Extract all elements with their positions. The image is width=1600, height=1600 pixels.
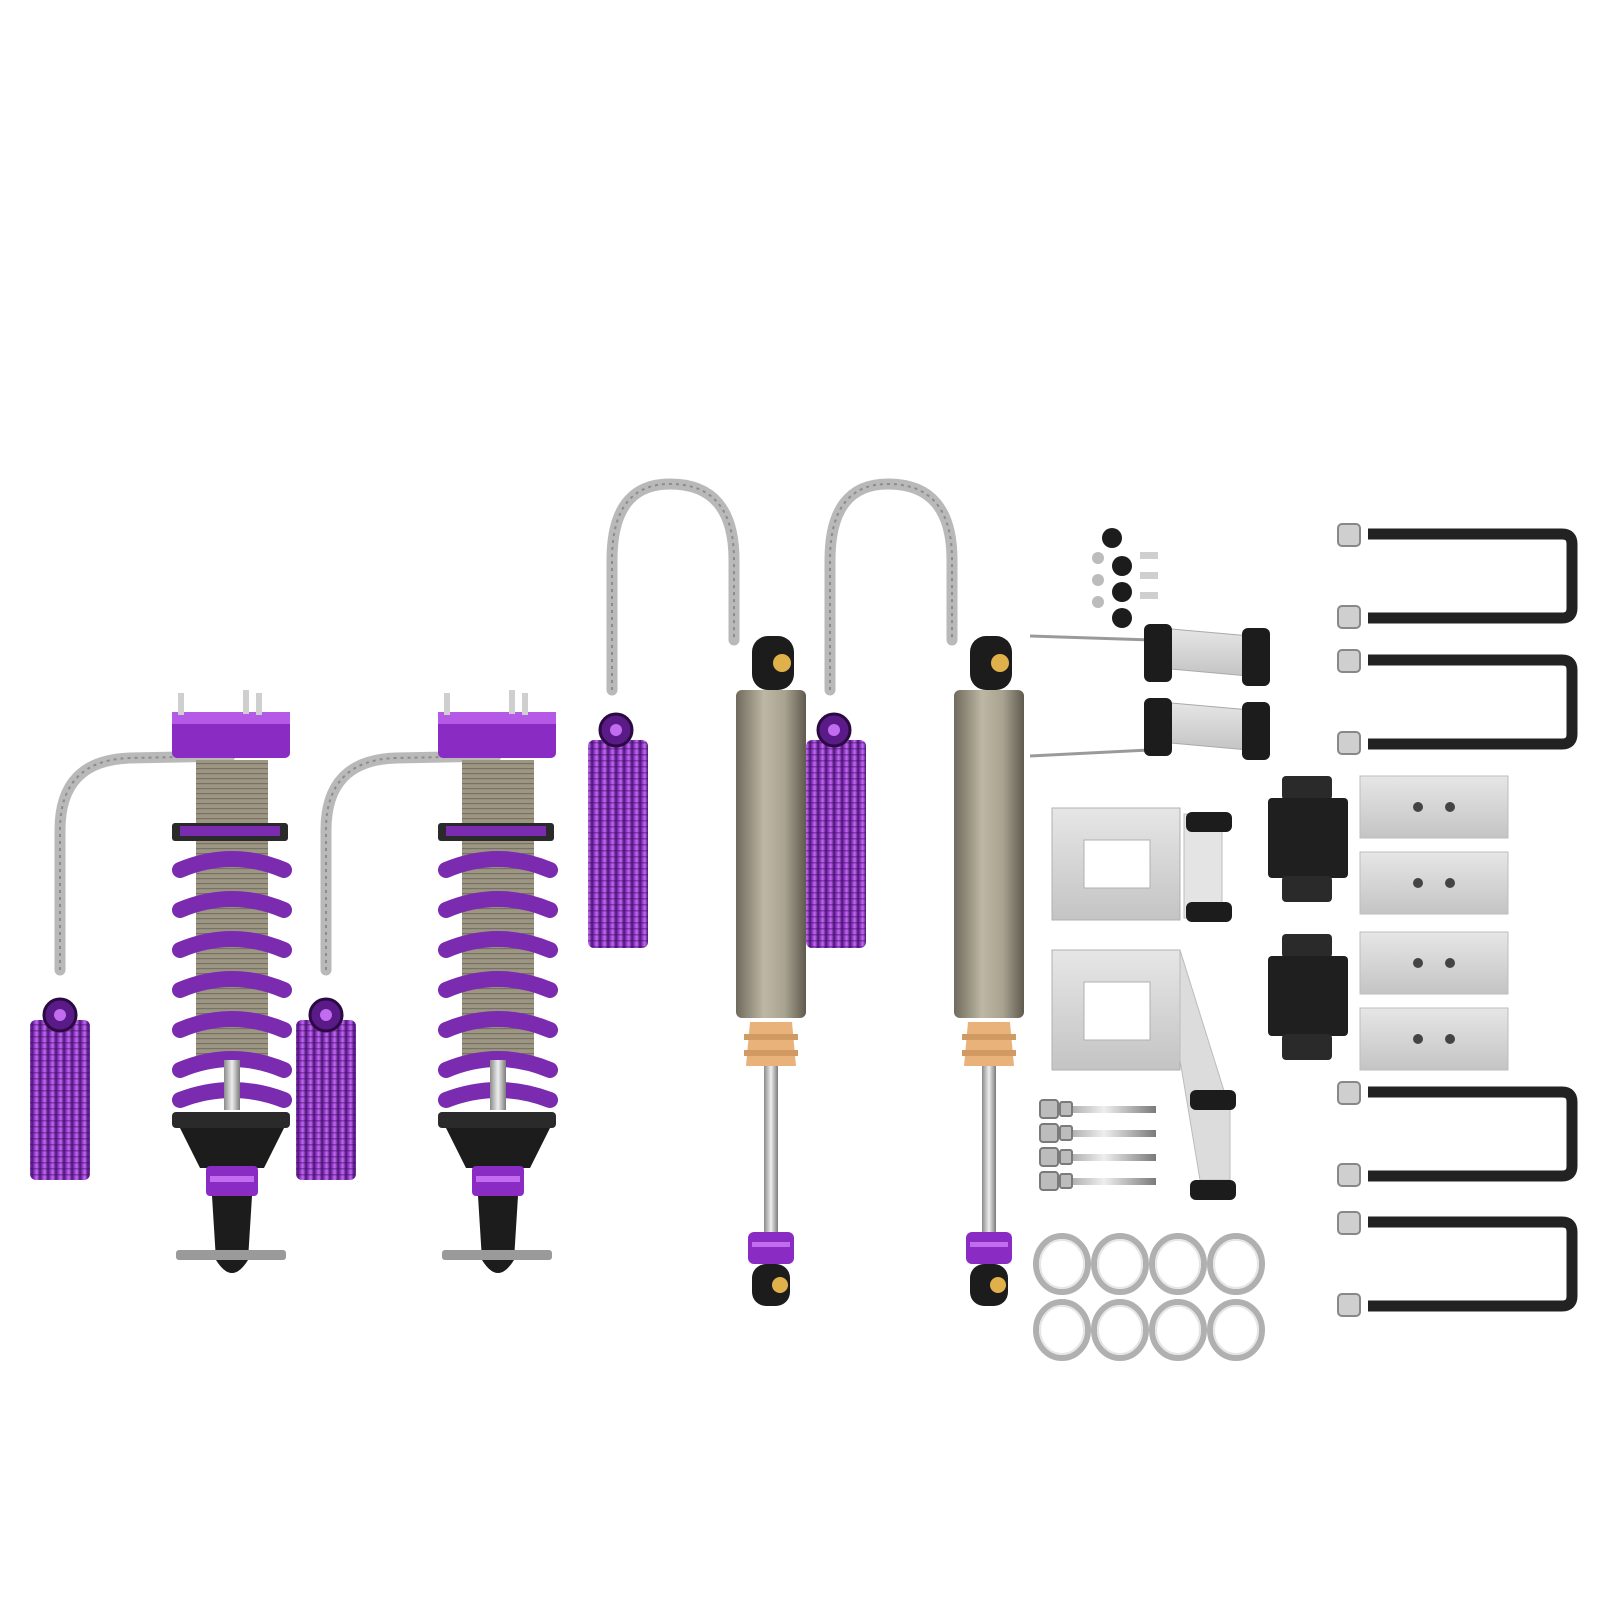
- coil-spring: [172, 851, 292, 1108]
- u-bolt: [1368, 1216, 1578, 1312]
- spacer-bracket: [1051, 949, 1236, 1200]
- long-bolts: [1039, 1099, 1156, 1191]
- shaft: [764, 1066, 778, 1232]
- rear-shock-right: [806, 478, 1024, 1306]
- lift-block: [1359, 931, 1509, 995]
- shock-body: [736, 690, 806, 1018]
- small-fasteners: [1092, 528, 1158, 628]
- rear-shock-left: [588, 478, 806, 1306]
- hose-clamps: [1033, 1233, 1265, 1361]
- lift-block: [1359, 851, 1509, 915]
- reservoir-mount-bracket: [1029, 624, 1270, 686]
- spacer-bracket: [1051, 807, 1232, 922]
- rubber-pad: [1268, 934, 1348, 1060]
- u-bolt: [1368, 654, 1578, 750]
- u-bolt: [1368, 528, 1578, 624]
- shock-body: [196, 760, 268, 1060]
- reservoir-mount-bracket: [1029, 698, 1270, 760]
- reservoir: [30, 1020, 90, 1180]
- front-coilover-right: [296, 690, 558, 1273]
- rubber-pad: [1268, 776, 1348, 902]
- reservoir: [588, 740, 648, 948]
- lift-block: [1359, 775, 1509, 839]
- lift-block: [1359, 1007, 1509, 1071]
- u-bolt-nuts: [1337, 523, 1361, 1317]
- bump-stop: [746, 1022, 796, 1066]
- front-coilover-left: [30, 690, 292, 1273]
- shaft: [224, 1060, 240, 1110]
- u-bolt: [1368, 1086, 1578, 1182]
